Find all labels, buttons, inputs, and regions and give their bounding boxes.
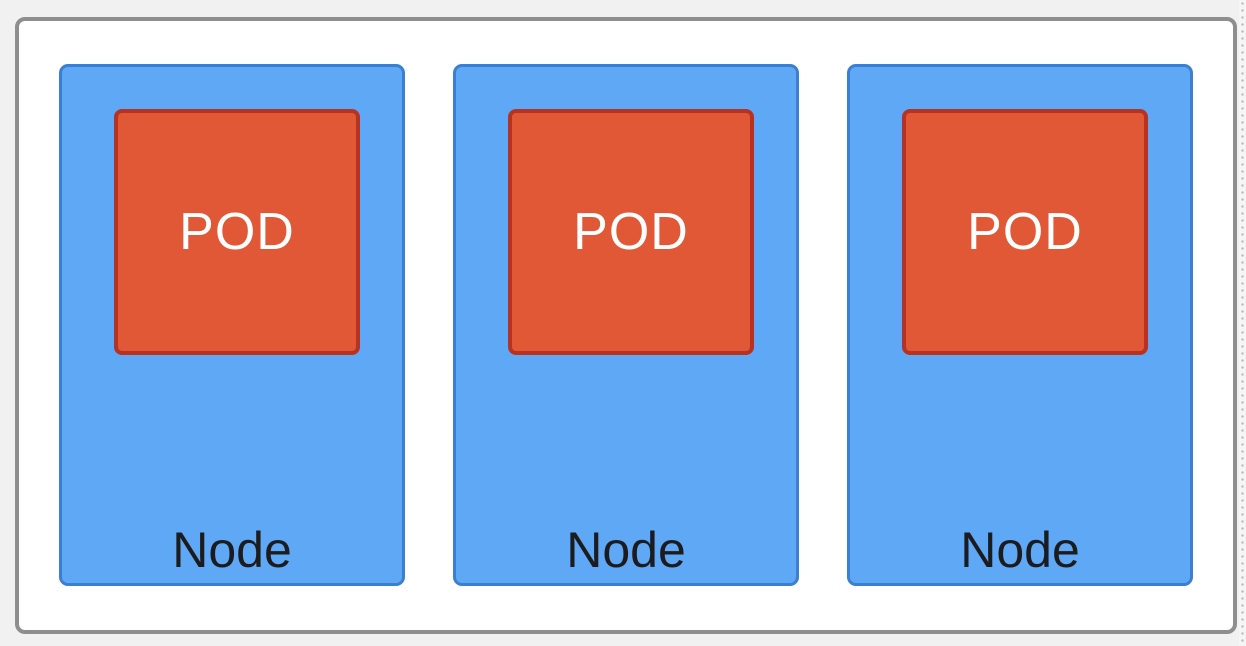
node-label: Node	[172, 522, 292, 578]
node-box: POD Node	[453, 64, 799, 586]
pod-box: POD	[114, 109, 360, 355]
pod-label: POD	[967, 203, 1083, 261]
pod-box: POD	[508, 109, 754, 355]
node-box: POD Node	[847, 64, 1193, 586]
canvas-dotted-edge	[1239, 0, 1246, 646]
cluster-container: POD Node POD Node POD Node	[15, 17, 1237, 634]
node-label: Node	[566, 522, 686, 578]
node-label: Node	[960, 522, 1080, 578]
node-box: POD Node	[59, 64, 405, 586]
pod-label: POD	[179, 203, 295, 261]
pod-box: POD	[902, 109, 1148, 355]
pod-label: POD	[573, 203, 689, 261]
